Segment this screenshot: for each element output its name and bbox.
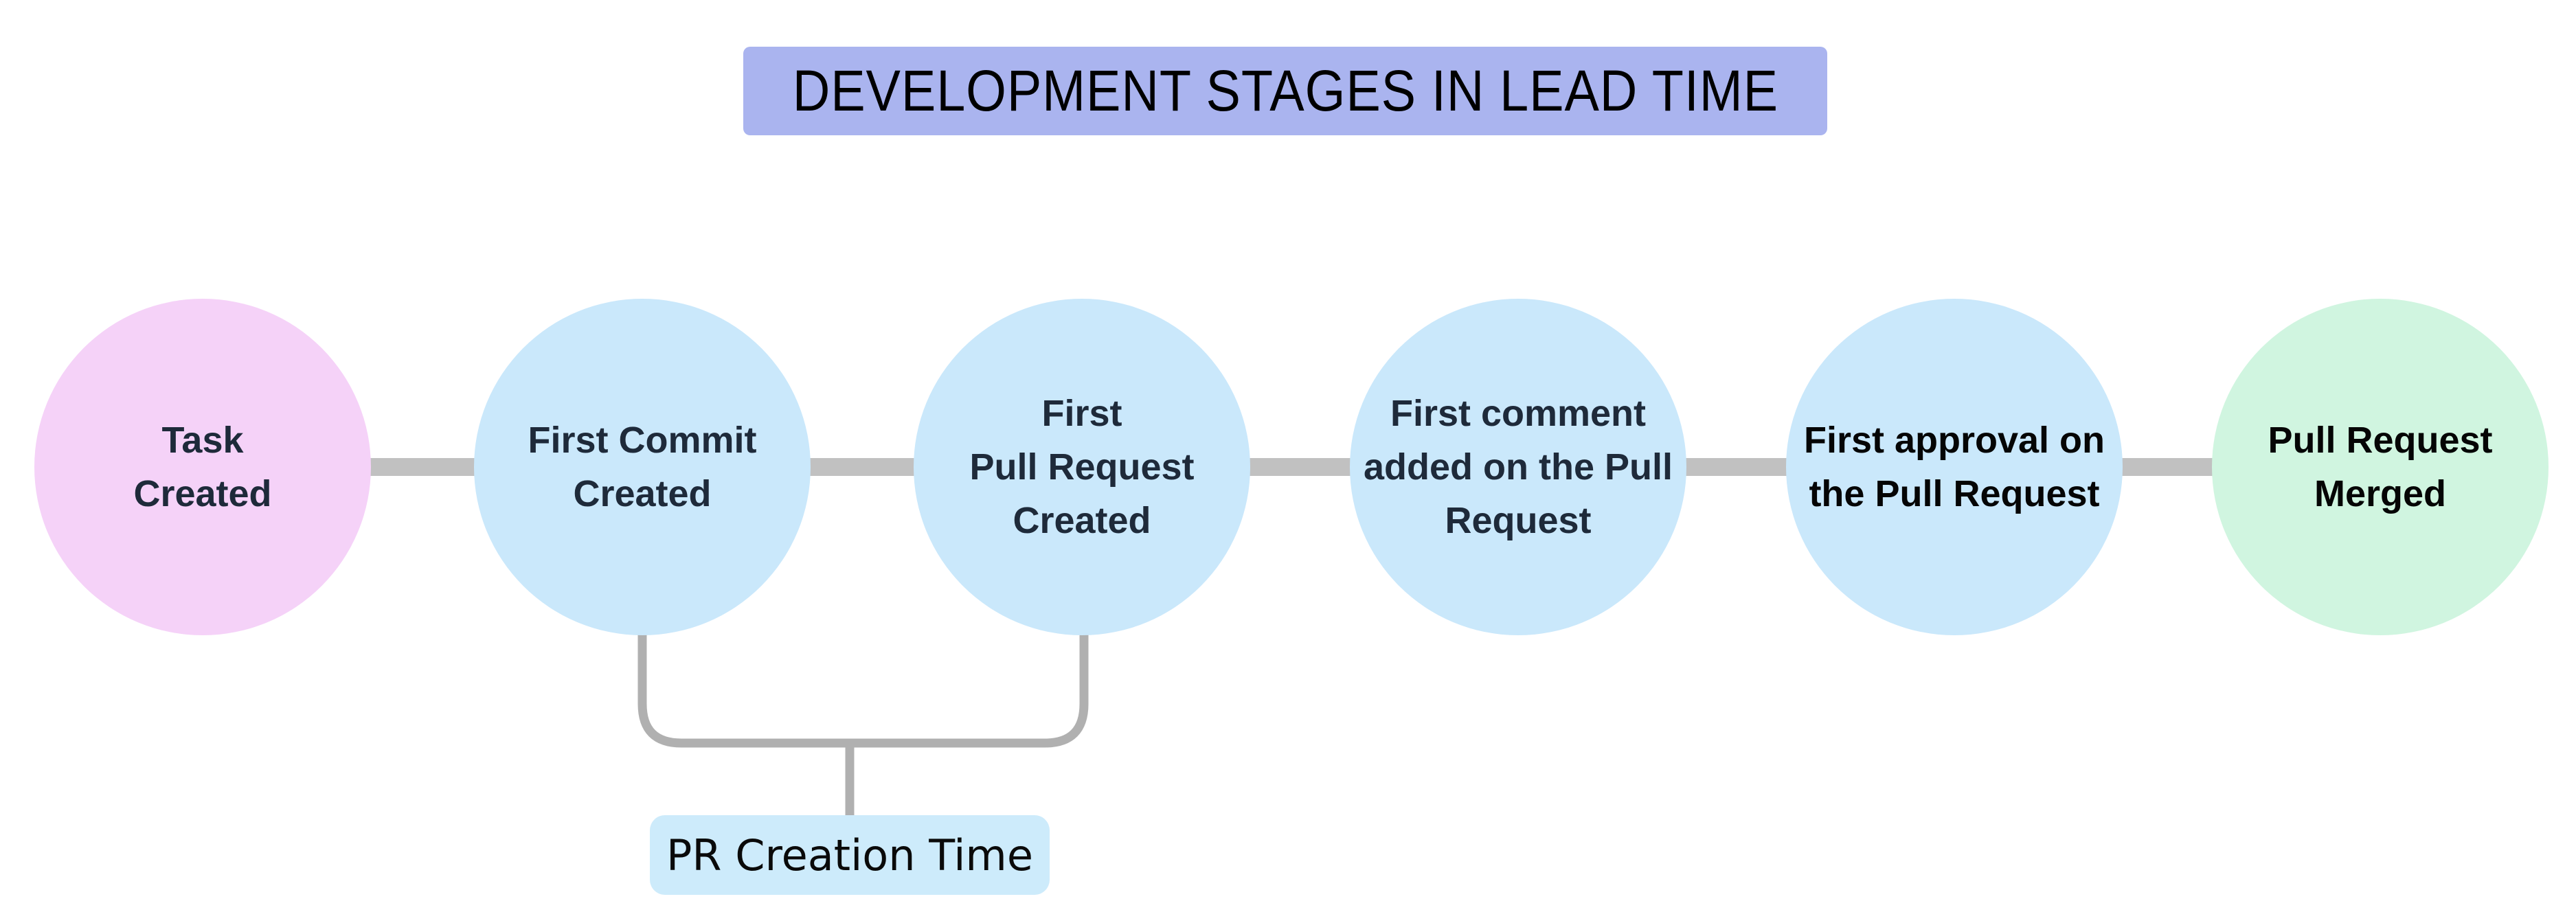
stage-label: First Pull Request Created bbox=[969, 392, 1195, 542]
pr-creation-time-callout: PR Creation Time bbox=[650, 815, 1050, 895]
stage-label: First approval on the Pull Request bbox=[1803, 419, 2105, 514]
stage-circle-first-approval: First approval on the Pull Request bbox=[1786, 299, 2123, 635]
stage-label: First comment added on the Pull Request bbox=[1363, 392, 1673, 542]
pr-creation-bracket bbox=[637, 622, 1089, 819]
stage-circle-first-commit-created: First Commit Created bbox=[474, 299, 811, 635]
stage-circle-task-created: Task Created bbox=[34, 299, 371, 635]
pr-creation-time-label: PR Creation Time bbox=[666, 830, 1033, 880]
stage-circle-first-pull-request-created: First Pull Request Created bbox=[914, 299, 1250, 635]
diagram-title-text: DEVELOPMENT STAGES IN LEAD TIME bbox=[792, 58, 1778, 123]
stage-label: Pull Request Merged bbox=[2268, 419, 2493, 514]
stage-circle-first-comment-added: First comment added on the Pull Request bbox=[1350, 299, 1686, 635]
diagram-title: DEVELOPMENT STAGES IN LEAD TIME bbox=[743, 47, 1827, 135]
stage-label: First Commit Created bbox=[528, 419, 757, 514]
stage-circle-pull-request-merged: Pull Request Merged bbox=[2212, 299, 2549, 635]
stage-label: Task Created bbox=[133, 419, 272, 514]
